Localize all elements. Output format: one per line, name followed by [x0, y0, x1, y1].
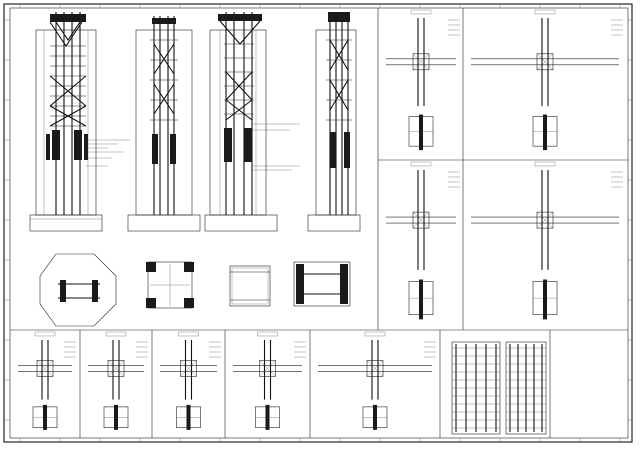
detail-8	[233, 331, 306, 430]
sheet-ruler-ticks	[4, 4, 632, 442]
plan-section-octagon	[39, 253, 117, 327]
plan-section-2	[146, 261, 194, 309]
plan-section-4	[293, 261, 351, 307]
elevation-view-4	[307, 12, 361, 232]
detail-5	[18, 331, 76, 430]
connection-details	[18, 9, 623, 435]
detail-2	[471, 9, 623, 151]
detail-6	[88, 331, 148, 430]
elevation-view-3	[204, 12, 300, 232]
sheet-border	[3, 3, 633, 443]
sheet-inner-border	[9, 7, 629, 439]
column-detail-panel	[451, 341, 547, 435]
detail-3	[386, 161, 460, 320]
detail-9	[318, 331, 436, 430]
elevation-view-2	[127, 16, 201, 232]
plan-section-3	[229, 265, 271, 307]
detail-7	[160, 331, 221, 430]
elevation-view-1	[29, 12, 130, 232]
detail-4	[471, 161, 623, 320]
detail-1	[386, 9, 460, 151]
